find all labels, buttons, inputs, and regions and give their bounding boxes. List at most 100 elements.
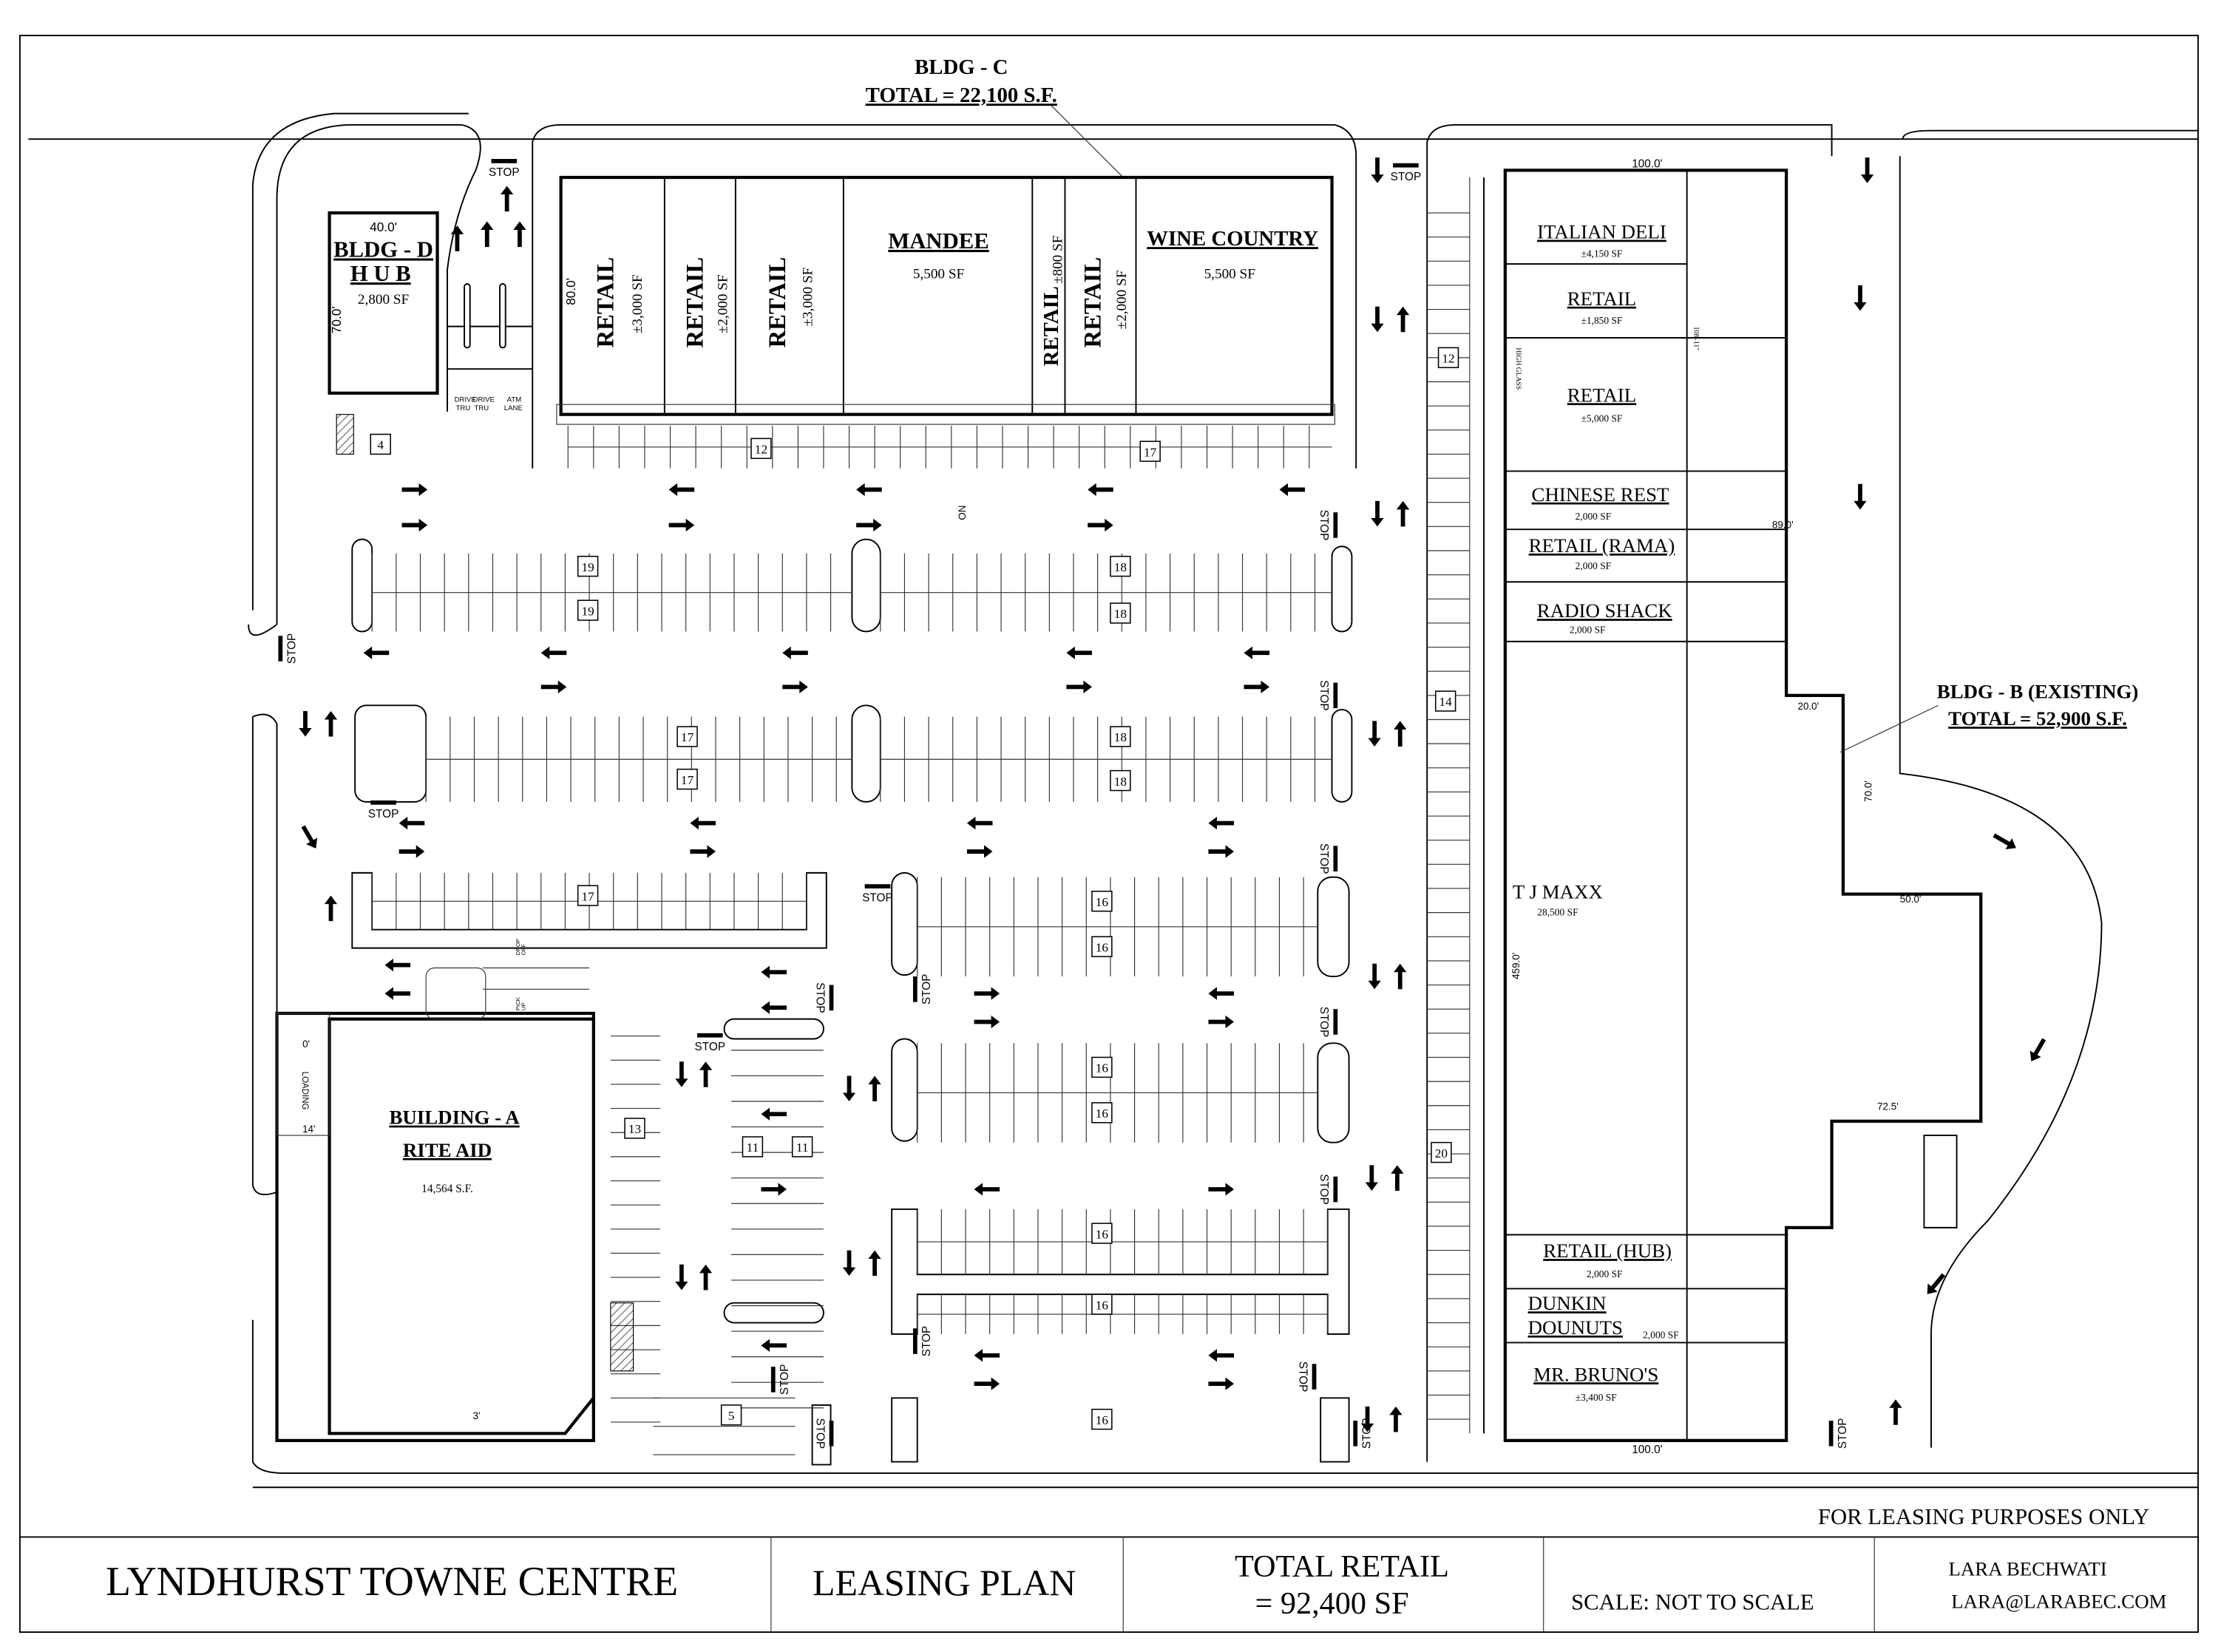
stall-count: 16: [1096, 895, 1109, 909]
stall-count: 18: [1114, 730, 1127, 744]
direction-arrow-icon: [1066, 646, 1092, 659]
unit-area: 2,000 SF: [1576, 560, 1612, 571]
stop-sign: STOP: [1317, 680, 1338, 711]
stall-count: 16: [1096, 1061, 1109, 1075]
direction-arrow-icon: [401, 518, 428, 532]
direction-arrow-icon: [690, 845, 716, 858]
bldg-d-area: 2,800 SF: [358, 292, 409, 307]
stop-sign: STOP: [368, 800, 399, 820]
stall-count-box: [1110, 555, 1131, 577]
direction-arrow-icon: [966, 817, 993, 830]
dim-top: 100.0': [1632, 158, 1662, 171]
svg-text:STOP: STOP: [285, 633, 298, 664]
stall-count: 19: [582, 604, 594, 618]
direction-arrow-icon: [1208, 817, 1235, 830]
direction-arrow-icon: [974, 1349, 1000, 1362]
direction-arrow-icon: [761, 1339, 787, 1352]
unit-area: 2,000 SF: [1570, 624, 1606, 635]
parking-islands: [351, 538, 1353, 1466]
dim-14: 14': [302, 1124, 316, 1135]
direction-arrow-icon: [1360, 1406, 1374, 1432]
unit-area: ±2,000 SF: [1114, 271, 1130, 330]
stop-sign: STOP: [489, 159, 520, 179]
direction-arrow-icon: [856, 483, 882, 497]
stall-count-box: [742, 1136, 764, 1158]
direction-arrow-icon: [699, 1264, 713, 1291]
stall-count-box: [1110, 726, 1131, 747]
unit-area: ±3,000 SF: [630, 274, 645, 333]
stall-count-box: [1091, 891, 1113, 912]
direction-arrow-icon: [399, 845, 425, 858]
svg-text:STOP: STOP: [1391, 171, 1422, 183]
bldg-b-total: TOTAL = 52,900 S.F.: [1948, 707, 2127, 730]
unit-label: RETAIL: [1079, 257, 1106, 348]
direction-arrow-icon: [1391, 1165, 1404, 1191]
svg-text:STOP: STOP: [779, 1364, 791, 1396]
stall-count: 17: [681, 773, 694, 787]
stall-count: 20: [1435, 1146, 1448, 1160]
stall-count: 17: [1144, 445, 1157, 459]
stall-count-box: [1091, 936, 1113, 957]
total-retail-value: = 92,400 SF: [1255, 1586, 1408, 1621]
high-glass: HIGH GLASS: [1514, 347, 1522, 390]
direction-arrow-icon: [1208, 845, 1235, 858]
total-retail-label: TOTAL RETAIL: [1235, 1549, 1449, 1584]
stall-count: 17: [681, 730, 694, 744]
direction-arrow-icon: [1368, 721, 1381, 747]
direction-arrow-icon: [399, 817, 425, 830]
dim-3: 3': [473, 1410, 481, 1421]
svg-text:STOP: STOP: [489, 166, 520, 179]
direction-arrow-icon: [782, 680, 808, 693]
pick-up-label: UP: [520, 1002, 527, 1010]
building-a: 0' LOADING 14' 3' BUILDING - A RITE AID …: [275, 939, 634, 1443]
direction-arrow-icon: [1279, 483, 1306, 497]
dim-20: 20.0': [1797, 701, 1819, 712]
project-title: LYNDHURST TOWNE CENTRE: [106, 1559, 678, 1605]
direction-arrow-icon: [974, 1183, 1000, 1196]
direction-arrow-icon: [384, 987, 411, 1000]
direction-arrow-icon: [540, 680, 567, 693]
unit-label: ITALIAN DELI: [1537, 221, 1666, 243]
direction-arrow-icon: [1208, 1183, 1235, 1196]
direction-arrow-icon: [974, 1015, 1000, 1029]
direction-arrow-icon: [842, 1075, 856, 1101]
stall-count: 19: [582, 560, 594, 574]
direction-arrow-icon: [868, 1250, 881, 1277]
direction-arrow-icon: [1394, 721, 1407, 747]
stall-count: 14: [1439, 695, 1453, 709]
direction-arrow-icon: [675, 1264, 688, 1291]
stop-sign: STOP: [1828, 1418, 1849, 1449]
stall-count: 12: [1442, 352, 1454, 366]
site-curbs: [28, 112, 2199, 1489]
svg-text:STOP: STOP: [813, 982, 826, 1013]
direction-arrow-icon: [1993, 833, 2016, 849]
stop-sign: STOP: [813, 982, 834, 1013]
unit-area: ±3,400 SF: [1576, 1392, 1617, 1403]
bldg-c-total: TOTAL = 22,100 S.F.: [866, 84, 1057, 107]
direction-arrow-icon: [1371, 500, 1384, 527]
stall-count-box: [577, 885, 599, 906]
direction-arrow-icon: [1208, 1015, 1235, 1029]
unit-area: 2,000 SF: [1643, 1330, 1679, 1341]
unit-label: RETAIL: [1567, 384, 1636, 406]
pick-up-label: PICK: [515, 996, 521, 1010]
lane-label: ATM: [507, 395, 522, 404]
lane-label: TRU: [456, 404, 471, 412]
direction-arrow-icon: [761, 1001, 787, 1014]
unit-area: 5,500 SF: [913, 266, 964, 282]
unit-label: RETAIL: [1040, 286, 1063, 366]
stall-count-box: [1434, 690, 1456, 712]
traffic-arrows: [299, 157, 2046, 1432]
direction-arrow-icon: [1208, 1349, 1235, 1362]
direction-arrow-icon: [1066, 680, 1092, 693]
lane-label: TRU: [474, 404, 489, 412]
stall-count-box: [1110, 769, 1131, 792]
unit-area: 28,500 SF: [1537, 906, 1578, 917]
direction-arrow-icon: [1244, 646, 1270, 659]
stop-sign: STOP: [813, 1418, 834, 1449]
svg-text:STOP: STOP: [920, 974, 933, 1005]
bldg-c-depth: 80.0': [563, 278, 578, 305]
direction-arrow-icon: [1927, 1273, 1946, 1294]
